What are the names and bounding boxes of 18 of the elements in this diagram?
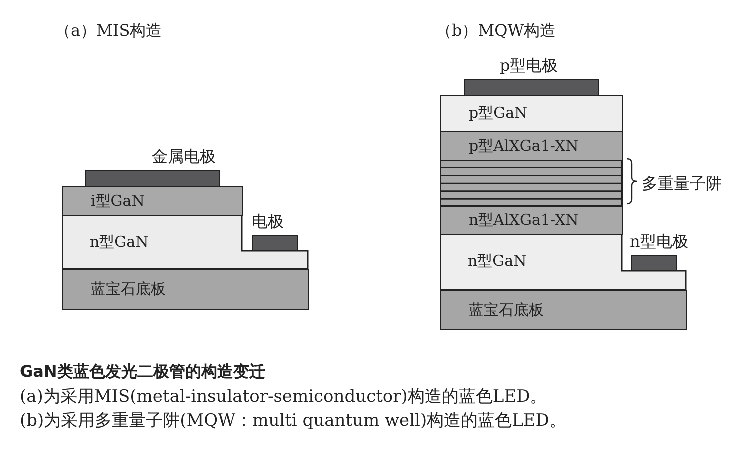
electrode-label: p型电极	[500, 57, 558, 75]
caption-line: (a)为采用MIS(metal-insulator-semiconductor)构造的蓝色LED。	[20, 386, 548, 408]
panel-title: （a）MIS构造	[55, 21, 162, 42]
bracket-label: 多重量子阱	[642, 174, 722, 192]
semiconductor-layer: p型AlXGa1-XN	[440, 131, 623, 161]
electrode-label: 电极	[252, 213, 284, 231]
electrode-label: 金属电极	[152, 148, 216, 166]
layer-label: n型GaN	[468, 252, 527, 270]
electrode-label: n型电极	[630, 233, 688, 251]
semiconductor-layer: 蓝宝石底板	[62, 269, 309, 310]
semiconductor-layer: p型GaN	[440, 95, 623, 132]
panel-title: （b）MQW构造	[436, 21, 556, 42]
semiconductor-layer: n型AlXGa1-XN	[440, 206, 623, 235]
semiconductor-layer: i型GaN	[62, 186, 243, 216]
caption-line: (b)为采用多重量子阱(MQW：multi quantum well)构造的蓝色LED。	[20, 410, 566, 432]
layer-label: n型GaN	[90, 233, 149, 251]
caption-heading: GaN类蓝色发光二极管的构造变迁	[20, 362, 266, 383]
semiconductor-layer: 蓝宝石底板	[440, 290, 687, 330]
